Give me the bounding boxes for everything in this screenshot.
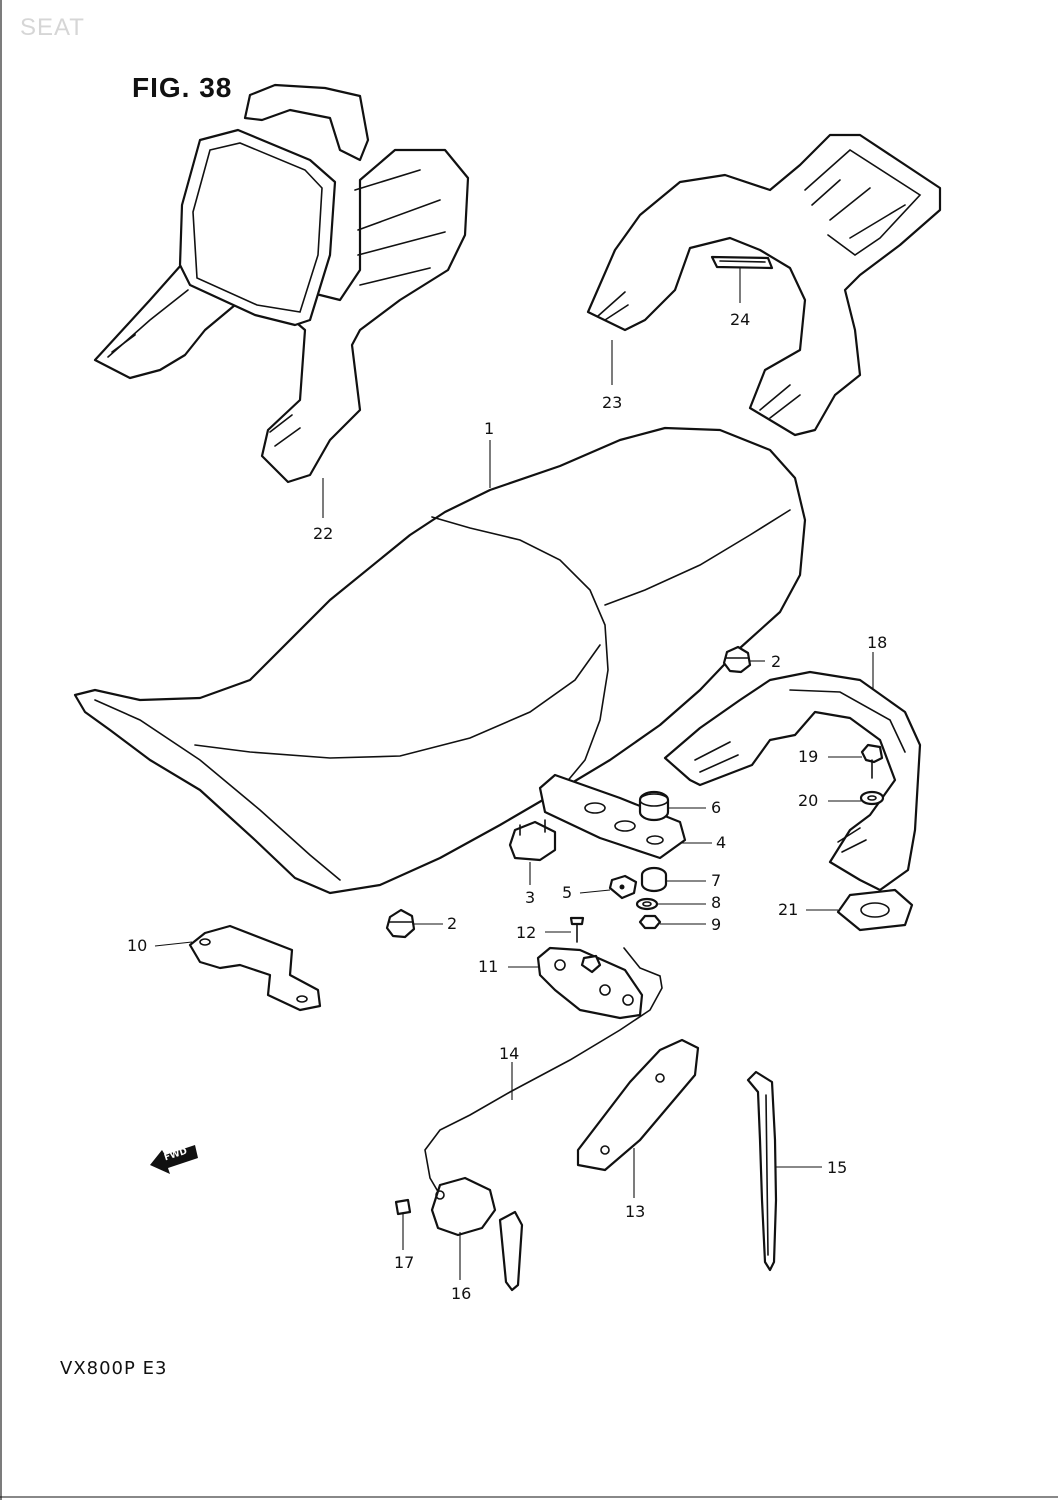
part-24-label-plate xyxy=(710,255,774,270)
part-13-bracket xyxy=(576,1038,700,1172)
part-3-latch xyxy=(508,819,557,862)
callout-5: 5 xyxy=(562,883,573,902)
forward-direction-arrow xyxy=(150,1145,198,1174)
part-18-grab-rail xyxy=(663,670,922,892)
part-11-lock-base xyxy=(536,946,644,1020)
part-4-plate xyxy=(538,773,687,860)
callout-7: 7 xyxy=(711,871,722,890)
callout-21: 21 xyxy=(778,900,799,919)
callout-1: 1 xyxy=(484,419,495,438)
part-17-screw xyxy=(394,1198,412,1216)
model-code: VX800P E3 xyxy=(60,1358,168,1379)
callout-11: 11 xyxy=(478,957,499,976)
callout-24: 24 xyxy=(730,310,751,329)
figure-title: FIG. 38 xyxy=(132,72,233,103)
callout-13: 13 xyxy=(625,1202,646,1221)
part-10-bracket xyxy=(188,924,322,1012)
callout-18: 18 xyxy=(867,633,888,652)
callout-6: 6 xyxy=(711,798,722,817)
part-12-screw xyxy=(569,916,585,943)
part-15-band xyxy=(746,1070,778,1272)
callout-12: 12 xyxy=(516,923,537,942)
callout-2-lower: 2 xyxy=(447,914,458,933)
part-22-backrest-carrier xyxy=(93,83,470,484)
part-9-nut xyxy=(638,914,662,930)
callout-20: 20 xyxy=(798,791,819,810)
part-2-cushion-upper xyxy=(722,645,752,674)
part-6-rubber xyxy=(638,790,670,822)
callout-8: 8 xyxy=(711,893,722,912)
callout-4: 4 xyxy=(716,833,727,852)
callout-16: 16 xyxy=(451,1284,472,1303)
part-19-bolt xyxy=(860,743,884,779)
part-7-collar xyxy=(640,866,668,893)
callout-9: 9 xyxy=(711,915,722,934)
callout-15: 15 xyxy=(827,1158,848,1177)
part-8-washer xyxy=(635,897,659,911)
part-5-bushing xyxy=(608,874,638,900)
part-20-washer xyxy=(859,790,885,806)
part-21-gasket xyxy=(836,888,914,932)
callout-17: 17 xyxy=(394,1253,415,1272)
part-23-rear-carrier xyxy=(586,133,942,437)
callout-3: 3 xyxy=(525,888,536,907)
callout-23: 23 xyxy=(602,393,623,412)
callout-10: 10 xyxy=(127,936,148,955)
leader-lines xyxy=(154,268,874,1280)
callout-14: 14 xyxy=(499,1044,520,1063)
callout-19: 19 xyxy=(798,747,819,766)
callout-2-upper: 2 xyxy=(771,652,782,671)
part-16-seat-lock xyxy=(430,1176,524,1292)
section-header: SEAT xyxy=(20,14,85,41)
callout-22: 22 xyxy=(313,524,334,543)
part-14-cable xyxy=(424,947,663,1196)
part-2-cushion-lower xyxy=(385,908,416,939)
part-1-seat xyxy=(73,426,807,895)
